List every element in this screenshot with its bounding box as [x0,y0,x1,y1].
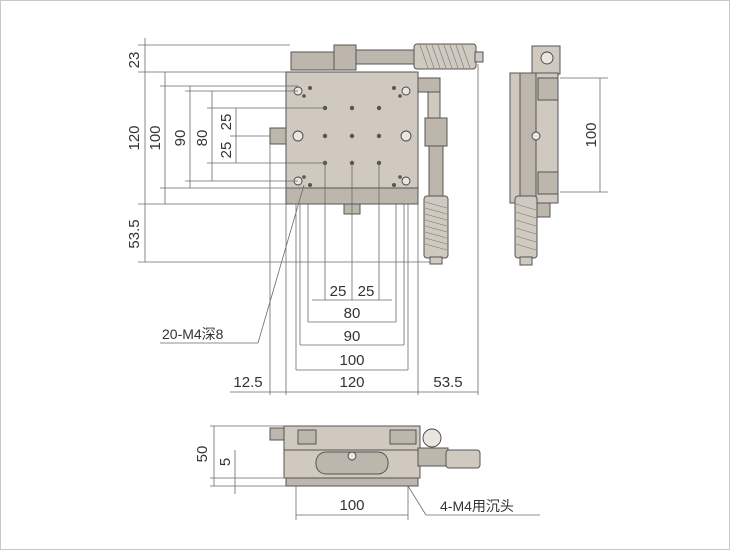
dim-53-5-vertical: 53.5 [126,219,143,248]
side-hole [531,131,541,141]
side-knob [269,127,287,145]
y-holder [417,77,441,93]
callout-m4-holes: 20-M4深8 [162,326,224,342]
dim-23: 23 [126,52,143,69]
dim-12-5: 12.5 [233,374,262,391]
top-left-dimensions [138,38,430,263]
dowel-hole [292,130,304,142]
dim-100-front: 100 [339,497,364,514]
top-bottom-dimensions [230,64,479,395]
dim-50: 50 [194,446,211,463]
dim-90-vertical: 90 [172,130,189,147]
top-view [269,43,484,265]
dim-100-vertical: 100 [147,125,164,150]
dim-25-lower: 25 [218,142,235,159]
dim-53-5-horizontal: 53.5 [433,374,462,391]
front-dimensions [210,425,540,520]
y-sleeve [428,145,444,199]
dim-100-horizontal: 100 [339,352,364,369]
dim-90-horizontal: 90 [344,328,361,345]
dim-25-right: 25 [358,283,375,300]
side-thimble-knurl [515,203,537,251]
dim-120-vertical: 120 [126,125,143,150]
y-cap [429,256,443,265]
side-thimble [514,195,538,259]
side-cap [519,256,533,266]
dim-80-vertical: 80 [194,130,211,147]
front-base [285,477,419,487]
dowel-hole [400,130,412,142]
callout-leader [160,184,305,344]
dim-5: 5 [217,458,234,466]
front-knob-right [422,428,442,448]
front-clamp-right [389,429,417,445]
front-clamp-left [297,429,317,445]
dowel-hole [401,176,411,186]
side-bracket-bottom [537,171,559,195]
y-clamp [424,117,448,147]
micrometer-sleeve [355,49,417,65]
side-dimensions [560,77,608,193]
side-top-hole [540,51,554,65]
dim-120-horizontal: 120 [339,374,364,391]
dim-80-horizontal: 80 [344,305,361,322]
micrometer-holder [333,44,357,71]
thimble-knurl [419,44,471,69]
front-view [269,425,481,487]
side-bracket-top [537,77,559,101]
front-knob [269,427,285,441]
y-thimble-knurl [424,201,448,251]
dim-100-side: 100 [583,122,600,147]
front-micrometer-sleeve [417,447,449,467]
front-screw [347,451,357,461]
dim-25-left: 25 [330,283,347,300]
front-micrometer-thimble [445,449,481,469]
micrometer-cap [474,51,484,63]
side-screw [535,202,551,218]
side-view [509,45,561,266]
dowel-hole [401,86,411,96]
dim-25-upper: 25 [218,114,235,131]
callout-mount-holes: 4-M4用沉头 [440,498,514,514]
lock-knob [290,51,336,71]
